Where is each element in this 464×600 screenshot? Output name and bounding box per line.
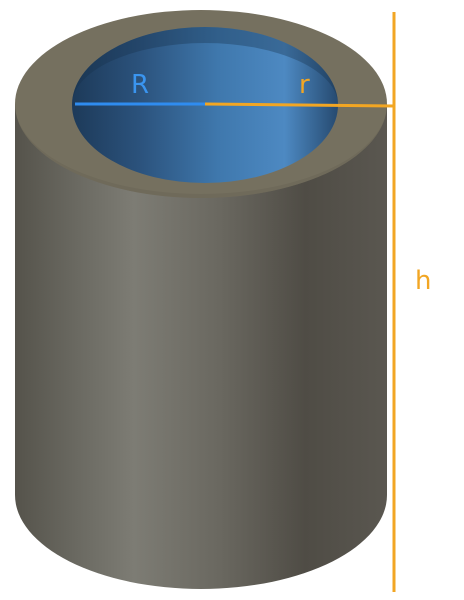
outer-radius-label: R bbox=[131, 70, 149, 100]
inner-radius-line bbox=[204, 102, 395, 108]
inner-bore-shadow bbox=[72, 27, 338, 105]
inner-radius-label: r bbox=[299, 70, 310, 100]
height-label: h bbox=[415, 266, 431, 296]
cylinder-side-surface bbox=[15, 104, 387, 589]
